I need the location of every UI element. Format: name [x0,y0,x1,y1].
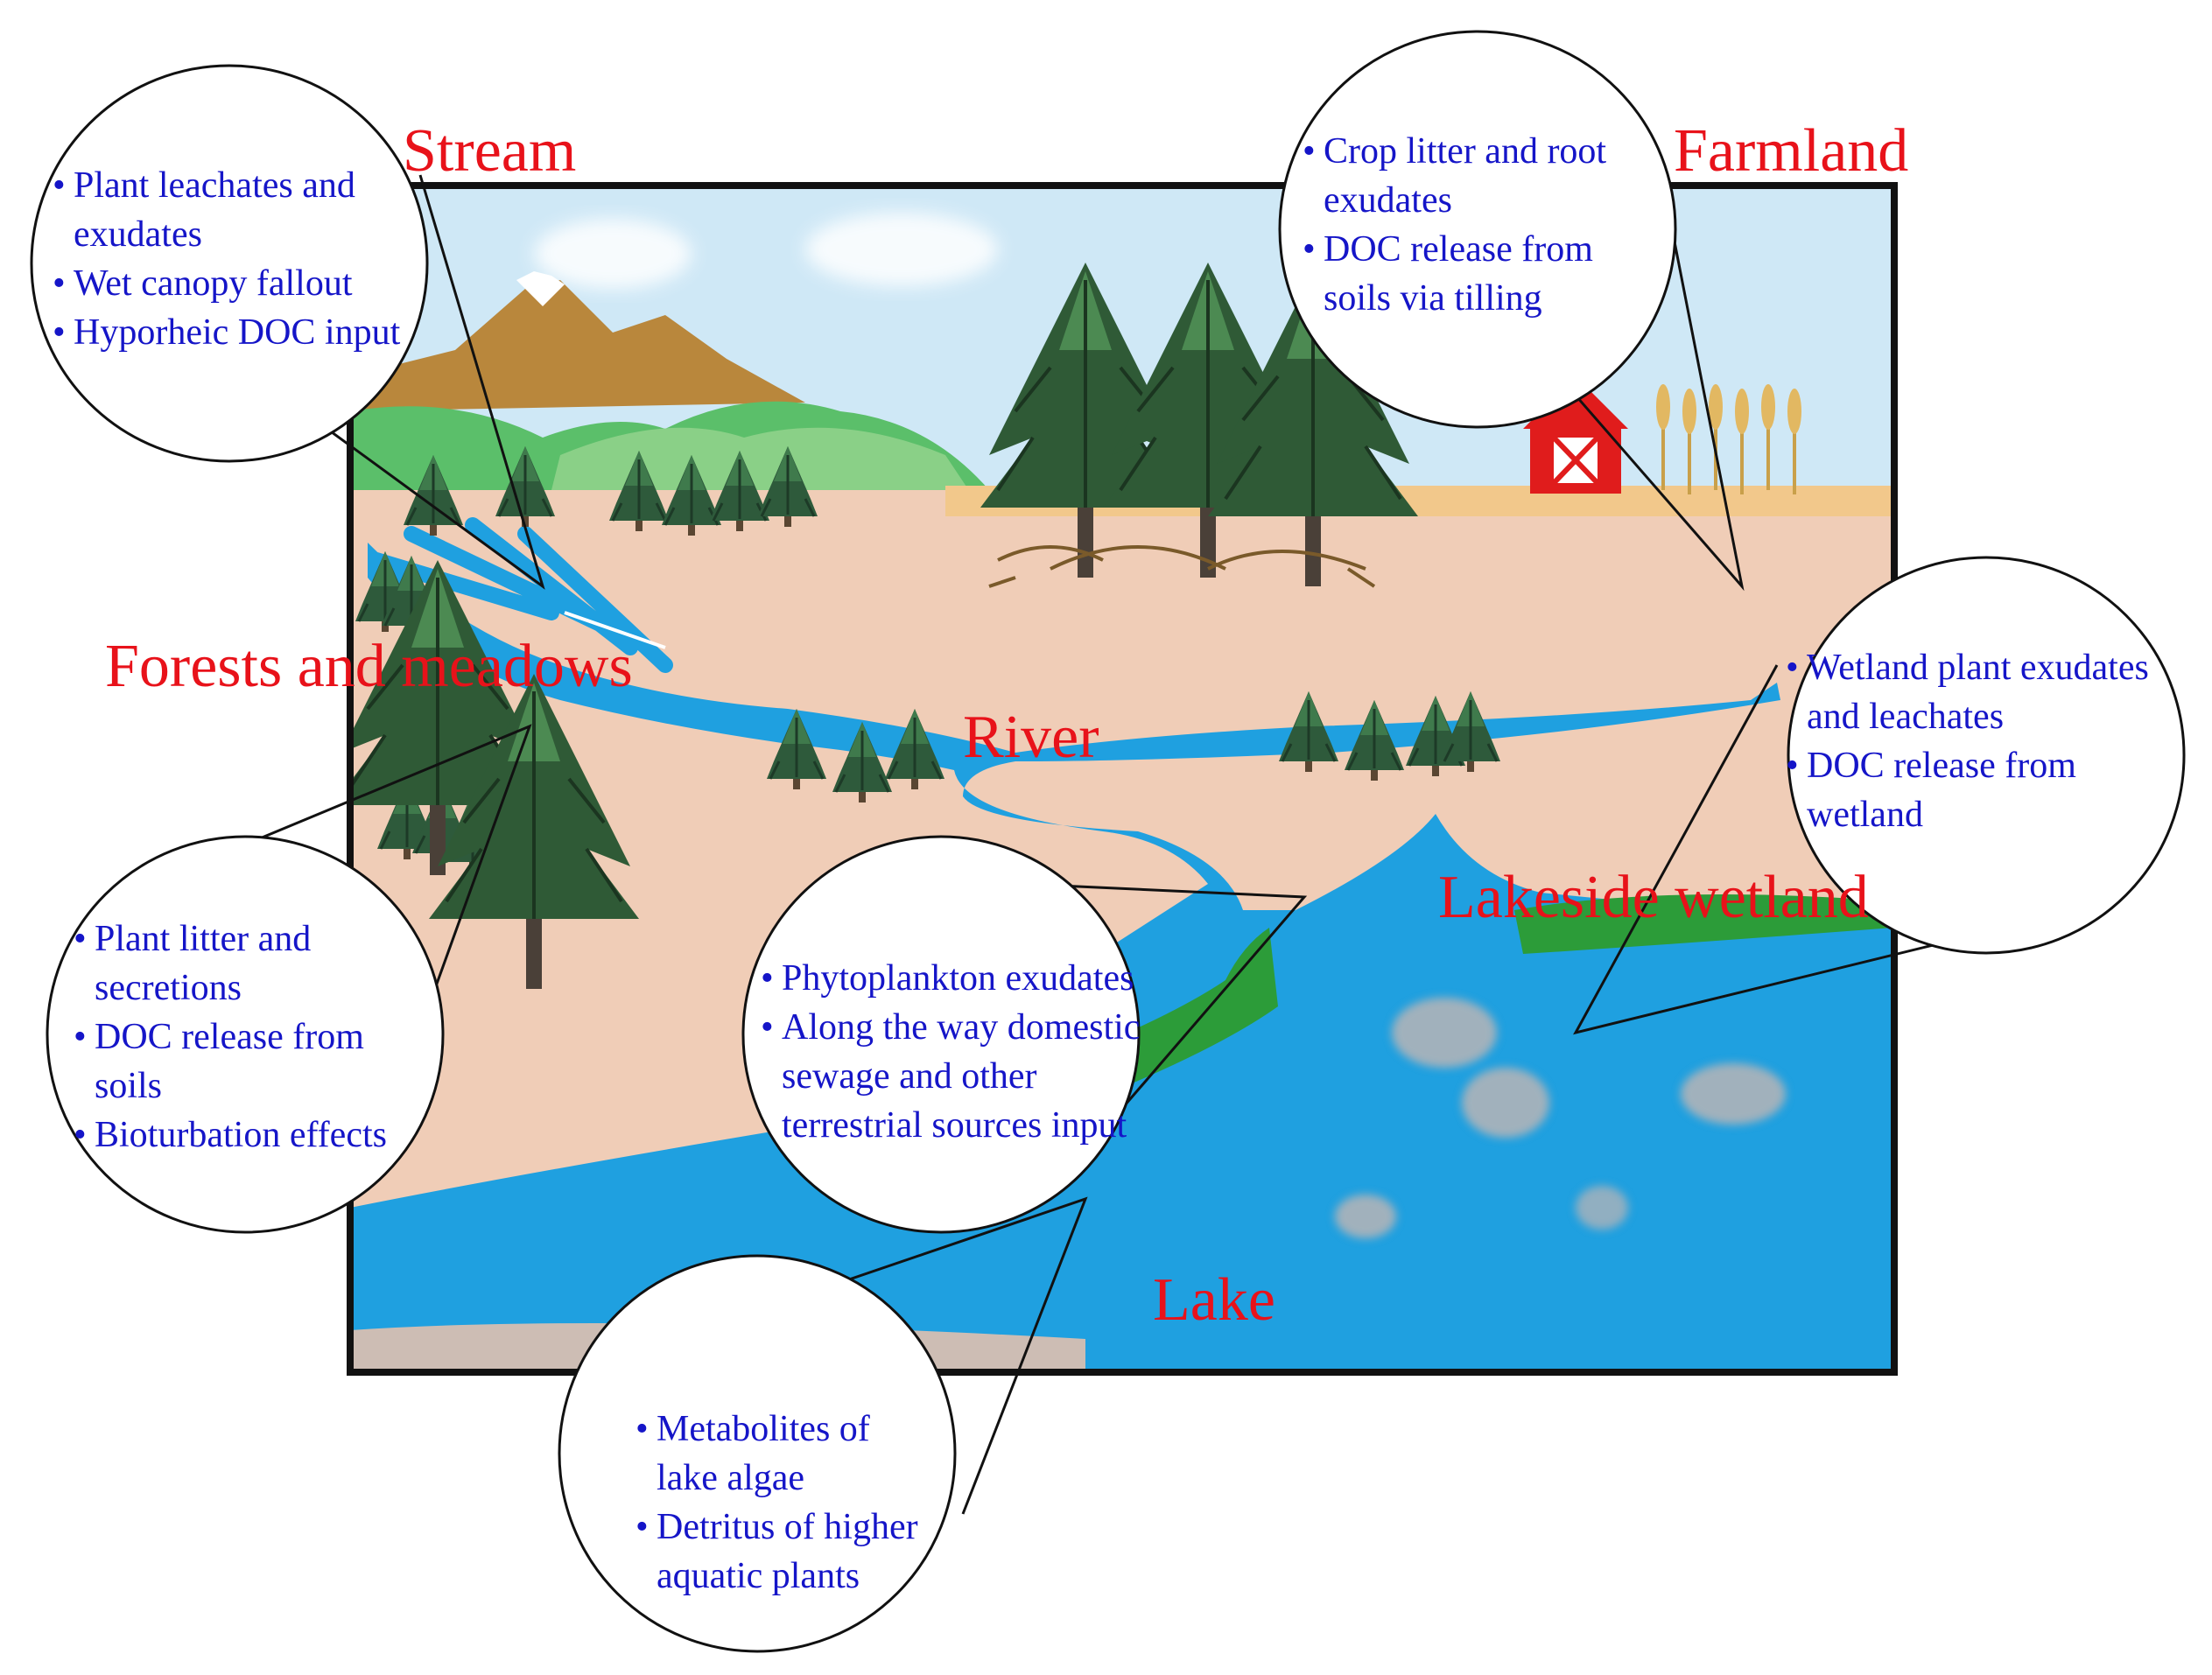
stream-label: Stream [403,117,577,185]
callout-item: •DOC release from [1303,225,1606,274]
callout-item: •Hyporheic DOC input [53,308,400,357]
callout-item: •Metabolites of [636,1405,918,1454]
lake-callout-text: •Metabolites of lake algae •Detritus of … [636,1405,918,1601]
stream-pointer [314,174,545,590]
bullet-icon: • [1303,131,1316,172]
callout-item: •Wet canopy fallout [53,259,400,308]
river-callout-text: •Phytoplankton exudates •Along the way d… [761,954,1140,1150]
farmland-callout-circle [1278,30,1677,429]
callout-item-continued: wetland [1807,795,1923,835]
farmland-callout-text: •Crop litter and root exudates •DOC rele… [1303,127,1606,323]
forests-meadows-label: Forests and meadows [105,633,633,700]
callout-item-continued: and leachates [1807,697,2005,737]
bullet-icon: • [74,919,87,959]
callout-item: •Along the way domestic [761,1003,1140,1052]
wetland-callout-circle [1787,556,2186,955]
bullet-icon: • [74,1115,87,1155]
stream-callout-circle [30,64,429,463]
callout-item: •Bioturbation effects [74,1111,387,1160]
algae-patches [1335,998,1786,1238]
river-label: River [963,704,1099,771]
bullet-icon: • [761,1007,774,1048]
lake-callout-circle [558,1254,957,1653]
bullet-icon: • [1786,746,1799,786]
callout-item-continued: soils [95,1066,163,1106]
wetland-pointer [1573,664,2005,1035]
callout-item: •DOC release from [1786,741,2149,790]
wetland-callout-text: •Wetland plant exudates and leachates •D… [1786,643,2149,839]
forest-callout-circle [46,835,445,1234]
farmland-pointer [1504,183,1745,592]
mountain [350,280,805,411]
callout-item-continued: exudates [1324,180,1452,221]
callout-circles [30,30,2186,1653]
callout-item: •Crop litter and root [1303,127,1606,176]
callout-item: •Plant litter and [74,915,387,964]
callout-item: •Phytoplankton exudates [761,954,1140,1003]
lake-label: Lake [1153,1266,1275,1334]
tree-roots [988,545,1376,588]
clouds [534,213,998,289]
snow-cap [516,271,565,306]
lakeside-wetland-label: Lakeside wetland [1438,864,1869,931]
bullet-icon: • [636,1507,649,1547]
forest-callout-text: •Plant litter and secretions •DOC releas… [74,915,387,1160]
bullet-icon: • [74,1017,87,1057]
bullet-icon: • [53,263,66,304]
callout-item-continued: soils via tilling [1324,278,1542,319]
stream-callout-text: •Plant leachates and exudates •Wet canop… [53,161,400,357]
river-callout-circle [741,835,1141,1234]
bullet-icon: • [1786,648,1799,688]
bullet-icon: • [636,1409,649,1449]
callout-item: •DOC release from [74,1013,387,1062]
callout-item-continued: lake algae [657,1458,805,1498]
callout-item: •Wetland plant exudates [1786,643,2149,692]
farmland-label: Farmland [1674,117,1909,185]
scene-background [350,186,1894,1372]
callout-item-continued: sewage and other [782,1056,1037,1097]
callout-item-continued: aquatic plants [657,1556,860,1596]
forest-pointer [192,724,532,1104]
callout-item-continued: secretions [95,968,242,1008]
bullet-icon: • [761,958,774,999]
callout-item: •Plant leachates and [53,161,400,210]
bullet-icon: • [1303,229,1316,270]
callout-item-continued: exudates [74,214,202,255]
bullet-icon: • [53,165,66,206]
callout-item: •Detritus of higher [636,1503,918,1552]
callout-item-continued: terrestrial sources input [782,1105,1127,1146]
bullet-icon: • [53,312,66,353]
